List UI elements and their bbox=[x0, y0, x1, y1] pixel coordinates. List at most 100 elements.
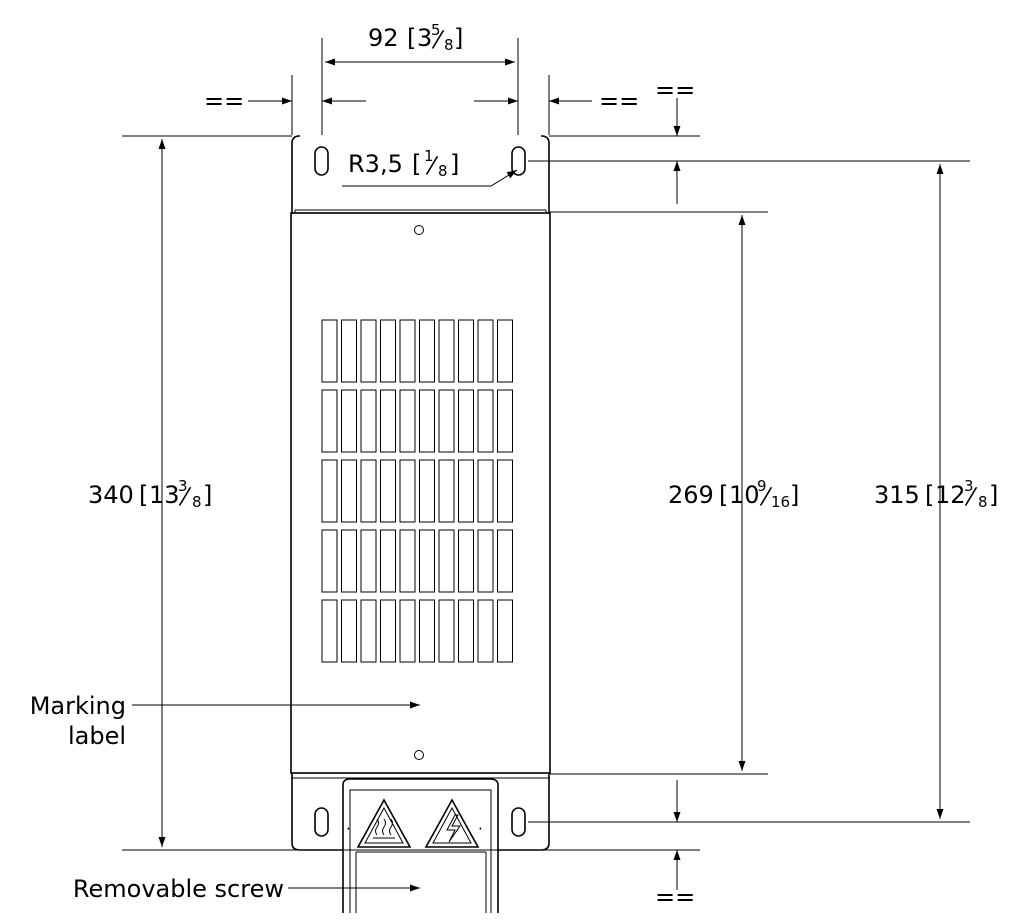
vent-slot bbox=[497, 319, 513, 383]
electrical-hazard-icon bbox=[424, 798, 480, 848]
vent-slot bbox=[321, 599, 338, 663]
vent-slot bbox=[341, 599, 357, 663]
vent-slot bbox=[419, 389, 435, 453]
vent-slot bbox=[380, 389, 396, 453]
vent-slot bbox=[419, 459, 435, 523]
svg-text:1: 1 bbox=[424, 147, 434, 165]
marking-label-line2: label bbox=[68, 722, 126, 750]
vent-slot bbox=[399, 529, 416, 593]
vent-slot bbox=[477, 389, 494, 453]
vent-slot bbox=[497, 529, 513, 593]
svg-text:3: 3 bbox=[417, 24, 432, 52]
vent-slot bbox=[360, 319, 377, 383]
terminal-cover: · · bbox=[342, 778, 499, 913]
svg-text:]: ] bbox=[989, 481, 998, 509]
svg-text:[: [ bbox=[719, 481, 728, 509]
radius-leader bbox=[342, 169, 518, 187]
svg-text:10: 10 bbox=[729, 481, 760, 509]
marking-label-line1: Marking bbox=[30, 692, 126, 720]
body-height-text: 269 [ 10 9 ⁄ 16 ] bbox=[668, 477, 799, 511]
mounting-slots bbox=[314, 146, 526, 837]
vent-slot bbox=[399, 459, 416, 523]
hole-spacing-text: 315 [ 12 3 ⁄ 8 ] bbox=[874, 477, 998, 511]
svg-text:3: 3 bbox=[964, 477, 974, 495]
svg-text:]: ] bbox=[203, 481, 212, 509]
vent-slot bbox=[497, 459, 513, 523]
vent-slot bbox=[360, 599, 377, 663]
vent-slot bbox=[477, 529, 494, 593]
vent-slot bbox=[458, 599, 474, 663]
svg-text:R3,5: R3,5 bbox=[348, 150, 403, 178]
vent-slot bbox=[399, 319, 416, 383]
dim-value: 92 bbox=[368, 24, 399, 52]
vent-slot bbox=[438, 389, 455, 453]
dimension-lines bbox=[158, 58, 944, 890]
vent-slot bbox=[497, 389, 513, 453]
equal-mark: == bbox=[599, 87, 639, 115]
svg-text:5: 5 bbox=[431, 21, 441, 39]
vent-slot bbox=[477, 319, 494, 383]
svg-text:340: 340 bbox=[88, 481, 134, 509]
vent-slot bbox=[341, 319, 357, 383]
vent-slot bbox=[497, 599, 513, 663]
svg-text:[: [ bbox=[139, 481, 148, 509]
svg-text:[: [ bbox=[407, 24, 416, 52]
vent-slot bbox=[360, 459, 377, 523]
vent-slot bbox=[438, 599, 455, 663]
equal-mark: == bbox=[655, 883, 695, 911]
mounting-slot bbox=[314, 146, 329, 176]
overall-height-text: 340 [ 13 3 ⁄ 8 ] bbox=[88, 477, 212, 511]
svg-text:]: ] bbox=[450, 150, 459, 178]
screw-hole bbox=[414, 750, 424, 760]
svg-text:8: 8 bbox=[444, 36, 454, 54]
vent-slot bbox=[438, 459, 455, 523]
svg-text:9: 9 bbox=[757, 477, 767, 495]
vent-slot bbox=[477, 599, 494, 663]
vent-slot bbox=[399, 389, 416, 453]
vent-slot bbox=[477, 459, 494, 523]
svg-text:13: 13 bbox=[149, 481, 180, 509]
vent-grid bbox=[321, 319, 513, 663]
vent-slot bbox=[380, 529, 396, 593]
svg-text:12: 12 bbox=[935, 481, 966, 509]
vent-slot bbox=[360, 389, 377, 453]
radius-dimension-text: R3,5 [ 1 ⁄ 8 ] bbox=[348, 147, 459, 180]
removable-screw-label: Removable screw bbox=[73, 875, 284, 903]
svg-text:·: · bbox=[346, 820, 351, 838]
vent-slot bbox=[360, 529, 377, 593]
vent-slot bbox=[458, 529, 474, 593]
mounting-slot bbox=[511, 807, 526, 837]
svg-text:·: · bbox=[478, 820, 483, 838]
svg-text:]: ] bbox=[454, 24, 463, 52]
vent-slot bbox=[321, 459, 338, 523]
equal-mark: == bbox=[204, 87, 244, 115]
equal-mark: == bbox=[655, 76, 695, 104]
vent-slot bbox=[341, 459, 357, 523]
svg-text:[: [ bbox=[925, 481, 934, 509]
svg-text:3: 3 bbox=[178, 477, 188, 495]
screw-hole bbox=[414, 225, 424, 235]
svg-text:269: 269 bbox=[668, 481, 714, 509]
width-dimension-text: 92 [ 3 5 ⁄ 8 ] bbox=[368, 21, 463, 54]
vent-slot bbox=[458, 459, 474, 523]
vent-slot bbox=[438, 319, 455, 383]
vent-slot bbox=[321, 529, 338, 593]
svg-text:[: [ bbox=[412, 150, 421, 178]
vent-slot bbox=[419, 529, 435, 593]
vent-slot bbox=[419, 599, 435, 663]
vent-slot bbox=[321, 319, 338, 383]
vent-slot bbox=[380, 319, 396, 383]
vent-slot bbox=[458, 319, 474, 383]
extension-lines bbox=[122, 38, 970, 851]
svg-text:16: 16 bbox=[771, 493, 790, 511]
vent-slot bbox=[321, 389, 338, 453]
mounting-slot bbox=[511, 146, 526, 176]
vent-slot bbox=[380, 459, 396, 523]
enclosure-outline bbox=[290, 135, 551, 851]
mounting-slot bbox=[314, 807, 329, 837]
svg-text:8: 8 bbox=[192, 493, 202, 511]
vent-slot bbox=[341, 389, 357, 453]
svg-text:8: 8 bbox=[438, 162, 448, 180]
vent-slot bbox=[419, 319, 435, 383]
